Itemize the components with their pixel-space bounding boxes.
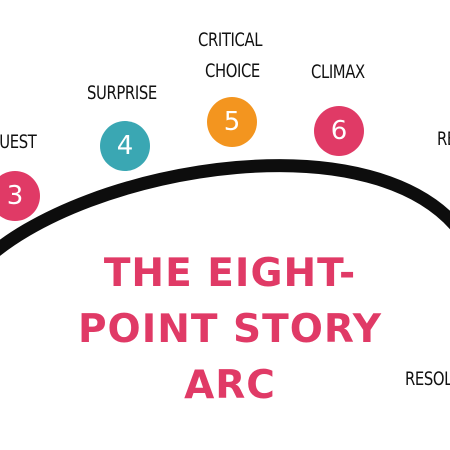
title-line-1: THE EIGHT- xyxy=(103,251,357,296)
diagram-title: THE EIGHT- POINT STORY ARC xyxy=(60,246,400,414)
step-3-label: QUEST xyxy=(0,131,37,153)
step-4-circle: 4 xyxy=(100,121,150,171)
step-5-label-line-2: CHOICE xyxy=(205,60,260,82)
title-line-2: POINT STORY xyxy=(77,307,383,352)
step-4-label: SURPRISE xyxy=(87,82,157,104)
step-7-label-partial: RE xyxy=(437,128,450,150)
step-6-circle: 6 xyxy=(314,106,364,156)
step-8-label-partial: RESOL xyxy=(405,368,450,390)
step-3-circle: 3 xyxy=(0,171,40,221)
title-line-3: ARC xyxy=(184,363,276,408)
arc-path xyxy=(0,159,450,257)
step-5-circle: 5 xyxy=(207,97,257,147)
step-6-label: CLIMAX xyxy=(311,61,365,83)
step-5-label-line-1: CRITICAL xyxy=(198,29,263,51)
